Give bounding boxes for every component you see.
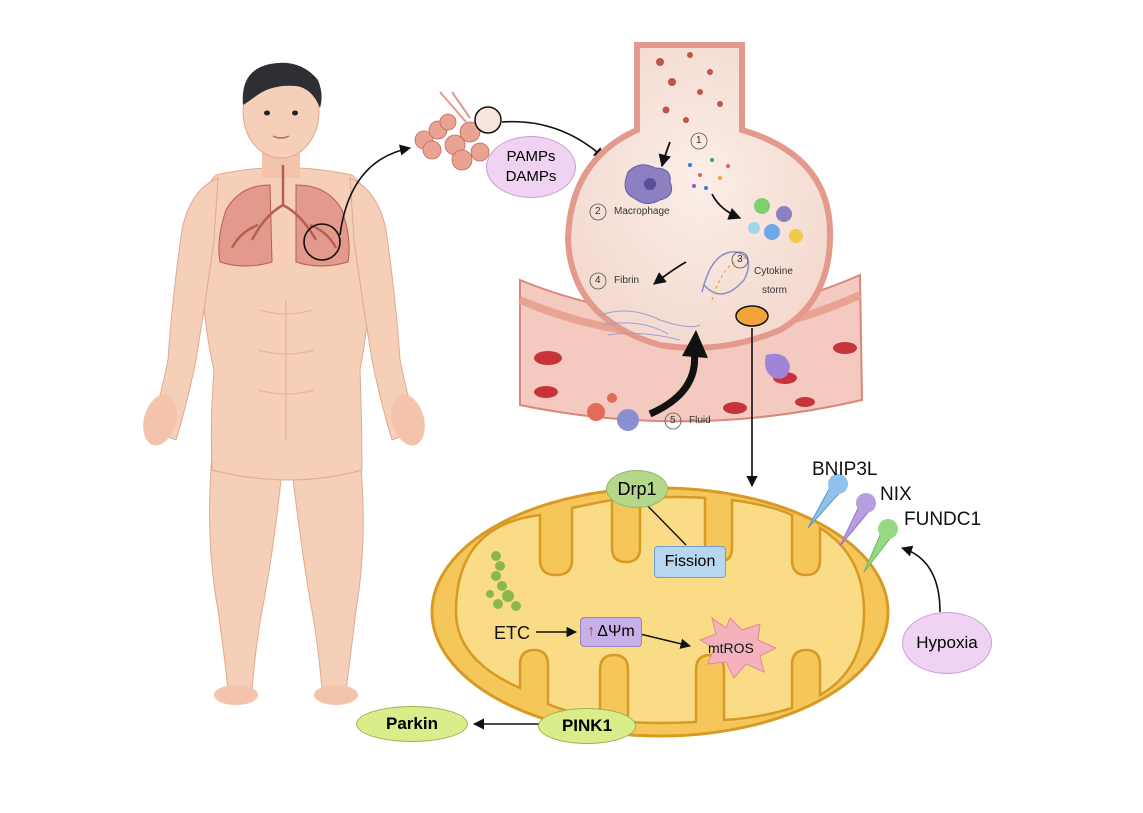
mitochondrion [430, 474, 898, 738]
step-1-label: 1 [696, 135, 702, 146]
rbc [534, 351, 562, 365]
pink1-label: PINK1 [561, 716, 613, 735]
left-leg [209, 454, 283, 691]
step-3-label: 3 [737, 254, 743, 265]
parkin-label: Parkin [386, 714, 438, 733]
arrow-alveolus-to-zoom [501, 120, 605, 159]
fluid-label: Fluid [689, 415, 711, 426]
right-leg [291, 454, 364, 691]
nix-label: NIX [880, 484, 912, 505]
etc-complex [486, 551, 521, 611]
arrow-lung-to-alveoli [339, 144, 412, 236]
step-2-label: 2 [595, 206, 601, 217]
dpsi-label: ΔΨm [597, 623, 635, 640]
bnip3l-label: BNIP3L [812, 459, 878, 480]
alveolar-sac [564, 42, 834, 351]
dpsi-box: ↑ ΔΨm [580, 617, 642, 647]
right-foot [314, 685, 358, 705]
fibrin-strands [599, 310, 701, 341]
drp1-label: Drp1 [617, 478, 657, 499]
virus-spiky [587, 393, 639, 431]
rbc [534, 386, 558, 398]
storm-label: storm [762, 285, 787, 296]
lung-zoom-circle [303, 223, 341, 261]
drp1-node: Drp1 [606, 470, 668, 508]
pink1-node: PINK1 [538, 708, 636, 744]
hair [242, 62, 322, 108]
virus-particles [656, 52, 723, 123]
pamps-label: PAMPs [506, 148, 556, 165]
cytokine-target-cell [735, 305, 769, 327]
fundc1-label: FUNDC1 [904, 509, 982, 530]
dpsi-up-arrow: ↑ [587, 623, 596, 640]
macrophage-label: Macrophage [614, 206, 670, 217]
damps-label: DAMPs [505, 168, 557, 185]
alveoli-cluster [414, 91, 502, 171]
etc-label: ETC [494, 623, 530, 643]
immune-cells [748, 198, 803, 243]
alveolus-zoom-circle [474, 106, 502, 134]
mtros-burst [698, 616, 778, 679]
mtros-label: mtROS [708, 640, 754, 656]
step-5-label: 5 [670, 415, 676, 426]
left-foot [214, 685, 258, 705]
alveolus-zoom [518, 42, 864, 431]
fluid-arrow [648, 349, 699, 418]
cytokine-dots [688, 158, 730, 190]
pamps-damps-node: PAMPs DAMPs [486, 136, 576, 198]
step-4-label: 4 [595, 275, 601, 286]
hypoxia-label: Hypoxia [916, 633, 978, 652]
rbc [833, 342, 857, 354]
rbc [723, 402, 747, 414]
cytokine-label: Cytokine [754, 266, 793, 277]
fibrin-label: Fibrin [614, 275, 640, 286]
fission-box: Fission [654, 546, 726, 578]
arrow-hypoxia-to-fundc1 [900, 545, 941, 613]
right-hand [391, 394, 425, 446]
human-figure [143, 62, 425, 705]
left-hand [143, 394, 177, 446]
fission-label: Fission [664, 553, 716, 570]
rbc [795, 397, 815, 407]
parkin-node: Parkin [356, 706, 468, 742]
hypoxia-node: Hypoxia [902, 612, 992, 674]
